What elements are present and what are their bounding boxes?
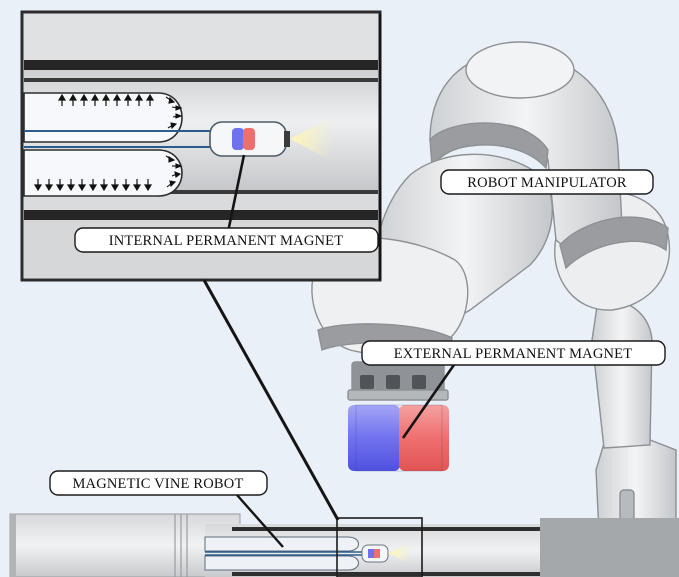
internal-magnet-label-text: INTERNAL PERMANENT MAGNET <box>109 233 344 249</box>
epm-south <box>348 405 400 471</box>
vine-robot-label-text: MAGNETIC VINE ROBOT <box>72 476 243 492</box>
light-cone-icon <box>290 116 334 162</box>
epm-north <box>399 405 449 471</box>
vine-base-canister <box>9 513 241 577</box>
label-external-permanent-magnet: EXTERNAL PERMANENT MAGNET <box>361 340 666 366</box>
arrow-icon <box>165 96 183 188</box>
zoom-region-box <box>336 517 423 577</box>
inset-tube-wall-bottom <box>24 210 378 220</box>
label-magnetic-vine-robot: MAGNETIC VINE ROBOT <box>49 470 268 496</box>
robot-manipulator-label-text: ROBOT MANIPULATOR <box>467 175 627 191</box>
robot-lower-link <box>591 298 653 449</box>
connector-lines <box>202 14 458 548</box>
robot-band-upper <box>429 122 549 170</box>
external-permanent-magnet <box>348 404 449 472</box>
inset-everted-lobe-upper <box>23 92 183 143</box>
vine-robot <box>9 513 679 577</box>
inset-internal-magnet-north <box>243 128 255 150</box>
inset-internal-magnet-south <box>232 128 244 150</box>
vine-leader <box>236 494 284 548</box>
light-cone-icon <box>388 542 412 565</box>
label-internal-permanent-magnet: INTERNAL PERMANENT MAGNET <box>74 227 379 253</box>
ipm-leader <box>226 154 246 233</box>
arrow-icon <box>57 93 155 106</box>
vine-tube-housing <box>540 518 679 577</box>
robot-band-elbow <box>559 216 669 270</box>
robot-manipulator <box>311 41 677 556</box>
epm-leader <box>401 361 458 439</box>
arrow-icon <box>33 179 153 192</box>
inset-tube-wall-top <box>24 60 378 70</box>
label-robot-manipulator: ROBOT MANIPULATOR <box>440 169 654 195</box>
external-magnet-label-text: EXTERNAL PERMANENT MAGNET <box>394 346 633 362</box>
